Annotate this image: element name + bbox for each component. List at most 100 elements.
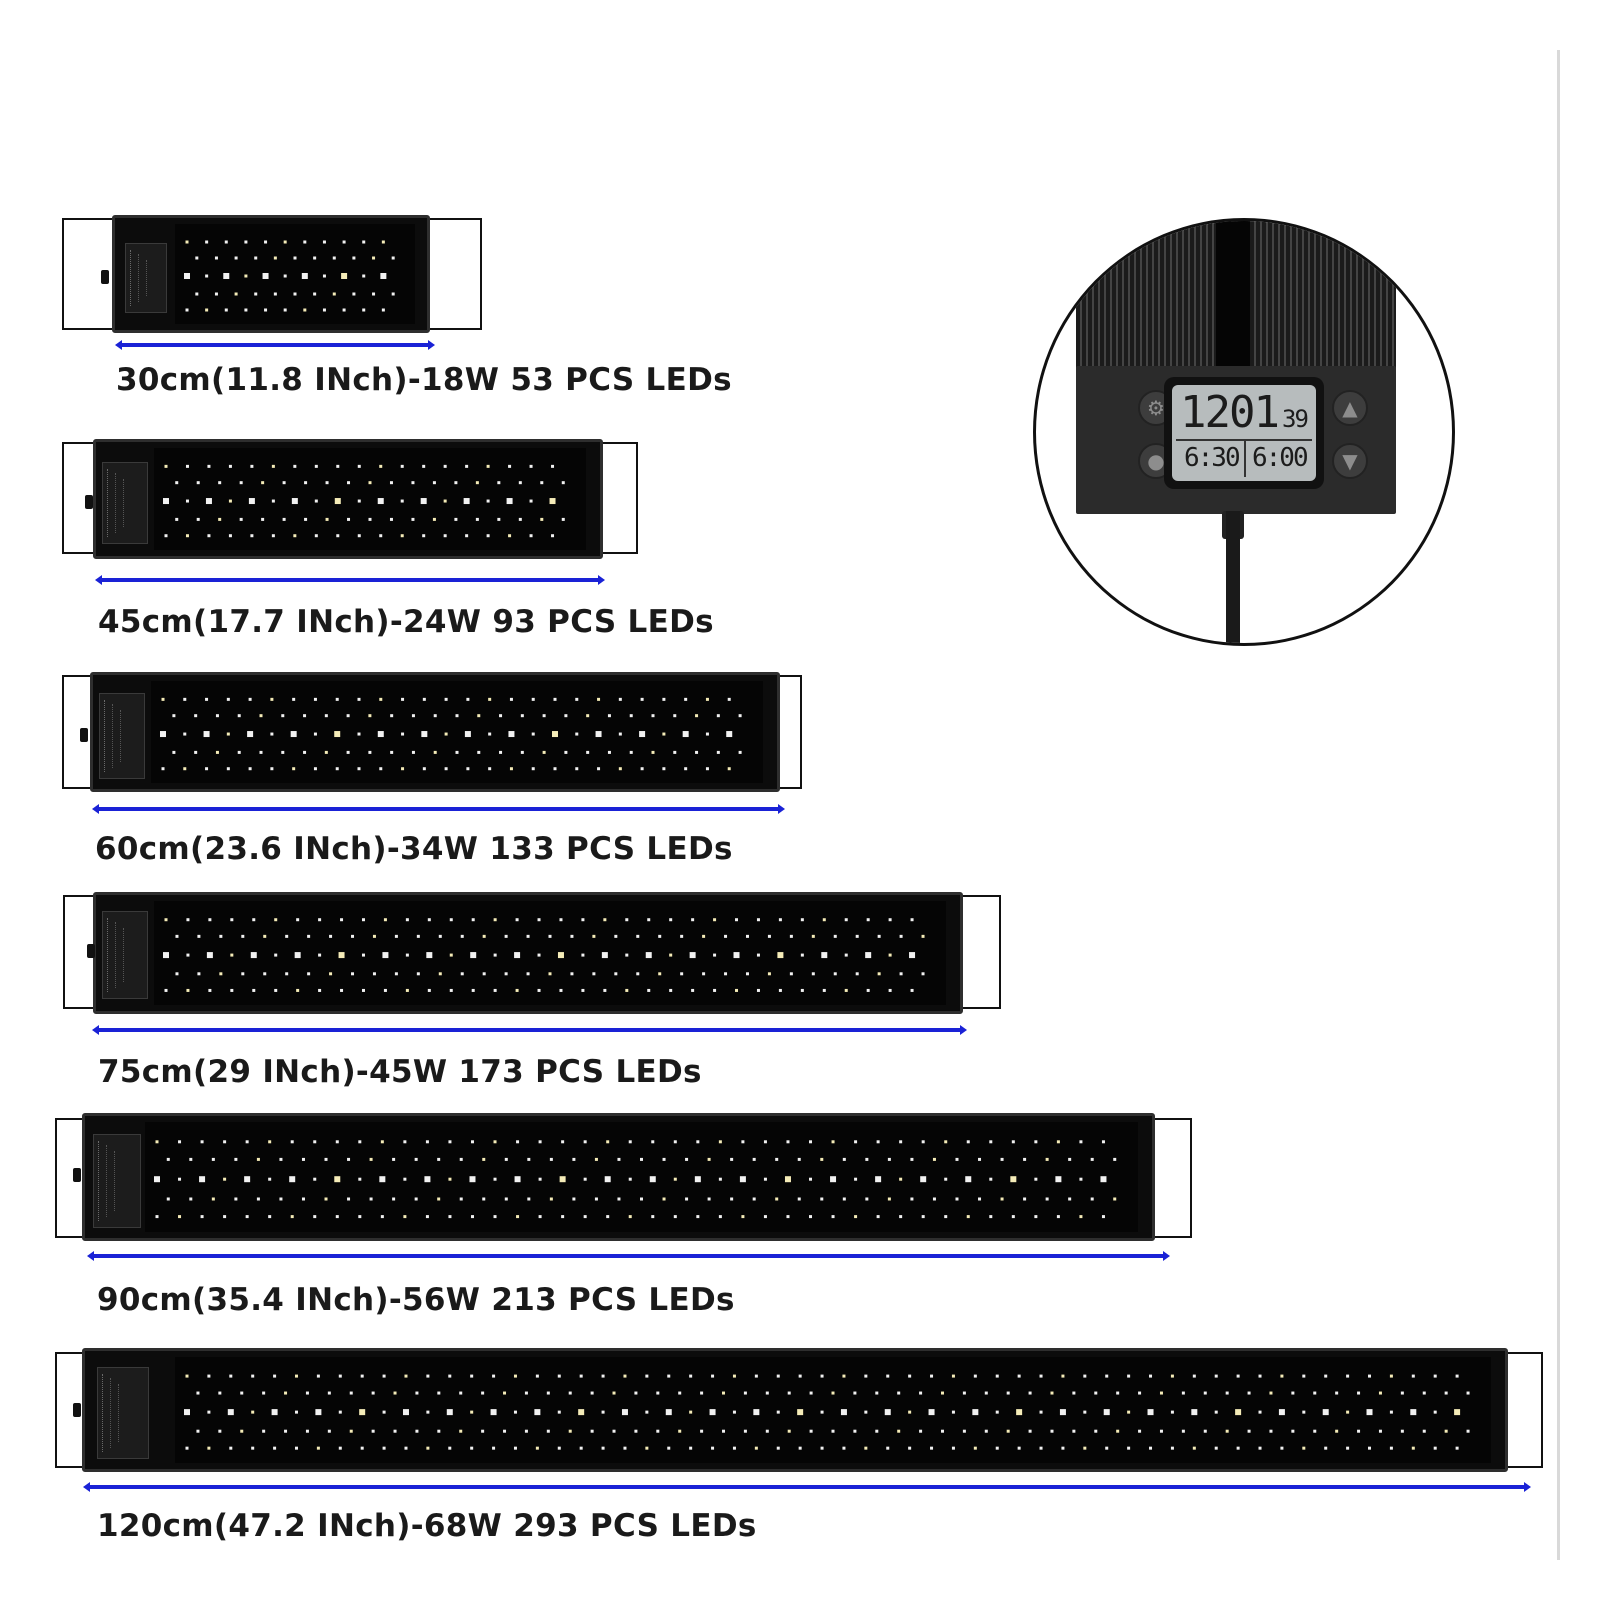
led-dot <box>482 972 486 976</box>
led-dot <box>1269 1391 1273 1395</box>
led-dot <box>887 1157 891 1161</box>
led-dot <box>702 972 706 976</box>
led-dot <box>1023 1157 1027 1161</box>
led-dot <box>352 256 356 260</box>
led-dot <box>739 1176 746 1183</box>
up-arrow-icon[interactable]: ▲ <box>1332 390 1368 426</box>
led-dot <box>329 934 333 938</box>
led-dot <box>570 934 574 938</box>
led-dot <box>866 918 870 922</box>
led-dot <box>504 1197 508 1201</box>
led-dot <box>864 1410 868 1414</box>
led-dot <box>369 1197 373 1201</box>
led-dot <box>1278 1409 1285 1416</box>
led-dot <box>570 972 574 976</box>
led-dot <box>831 1429 835 1433</box>
led-dot <box>634 1391 638 1395</box>
led-dot <box>1191 1409 1198 1416</box>
led-dot <box>886 1374 890 1378</box>
led-dot <box>763 1177 767 1181</box>
led-dot <box>561 481 565 485</box>
led-dot <box>553 697 557 701</box>
led-dot <box>1006 1429 1010 1433</box>
led-dot <box>820 1410 824 1414</box>
led-dot <box>290 1215 294 1219</box>
led-dot <box>718 1215 722 1219</box>
led-dot <box>722 1429 726 1433</box>
led-dot <box>284 1429 288 1433</box>
led-dot <box>1034 1140 1038 1144</box>
led-dot <box>493 918 497 922</box>
led-dot <box>228 464 232 468</box>
led-dot <box>809 1391 813 1395</box>
led-dot <box>239 481 243 485</box>
led-dot <box>205 498 212 505</box>
led-dot <box>604 1176 611 1183</box>
led-dot <box>840 1409 847 1416</box>
led-dot <box>1346 1446 1350 1450</box>
led-dot <box>820 1197 824 1201</box>
led-dot <box>338 1374 342 1378</box>
led-dot <box>864 1446 868 1450</box>
led-dot <box>322 240 326 244</box>
led-dot <box>920 1176 927 1183</box>
product-spec-label: 45cm(17.7 INch)-24W 93 PCS LEDs <box>98 604 714 640</box>
led-dot <box>707 1157 711 1161</box>
led-dot <box>919 1391 923 1395</box>
led-dot <box>673 1177 677 1181</box>
led-dot <box>426 1374 430 1378</box>
led-dot <box>618 732 622 736</box>
led-dot <box>965 1176 972 1183</box>
led-dot <box>1011 1215 1015 1219</box>
led-dot <box>553 767 557 771</box>
led-dot <box>203 731 210 738</box>
led-dot <box>475 517 479 521</box>
led-dot <box>200 1140 204 1144</box>
down-arrow-icon[interactable]: ▼ <box>1332 443 1368 479</box>
on-time: 6:30 <box>1184 443 1241 473</box>
led-dot <box>955 1197 959 1201</box>
led-dot <box>196 481 200 485</box>
led-dot <box>497 481 501 485</box>
led-dot <box>669 953 673 957</box>
led-dot <box>420 498 427 505</box>
led-dot <box>470 1215 474 1219</box>
led-dot <box>482 1197 486 1201</box>
led-dot <box>514 1176 521 1183</box>
led-dot <box>259 714 263 718</box>
led-dot <box>405 918 409 922</box>
led-dot <box>294 1410 298 1414</box>
led-dot <box>293 292 297 296</box>
led-dot <box>207 464 211 468</box>
led-dot <box>640 1157 643 1161</box>
led-dot <box>1017 1446 1021 1450</box>
led-dot <box>283 308 287 312</box>
led-dot <box>422 534 426 538</box>
led-dot <box>595 731 602 738</box>
led-dot <box>189 1197 193 1201</box>
led-dot <box>625 953 629 957</box>
led-dot <box>294 952 301 959</box>
led-dot <box>197 972 201 976</box>
led-dot <box>304 517 308 521</box>
dimension-arrow <box>83 1482 1531 1492</box>
led-dot <box>930 1374 934 1378</box>
led-dot <box>205 274 209 278</box>
led-dot <box>301 273 308 279</box>
led-dot <box>230 953 234 957</box>
led-dot <box>1170 1410 1174 1414</box>
led-array <box>184 1374 1470 1450</box>
led-dot <box>1056 1140 1060 1144</box>
product-spec-label: 60cm(23.6 INch)-34W 133 PCS LEDs <box>95 831 733 867</box>
led-dot <box>166 1157 170 1161</box>
led-dot <box>645 952 652 959</box>
led-dot <box>291 498 298 505</box>
led-dot <box>283 274 287 278</box>
led-dot <box>669 918 673 922</box>
led-dot <box>529 499 533 503</box>
led-dot <box>322 308 326 312</box>
led-dot <box>493 1140 497 1144</box>
led-dot <box>499 714 503 718</box>
led-dot <box>537 918 541 922</box>
led-dot <box>254 256 258 260</box>
